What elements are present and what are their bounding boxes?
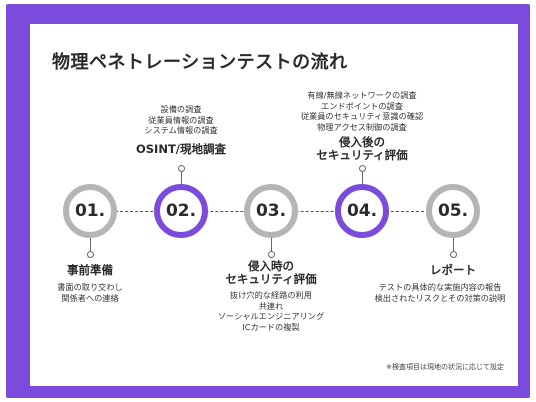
- step-2-detail: 従業員情報の調査: [148, 114, 214, 125]
- step-5-detail: 検出されたリスクとその対策の説明: [374, 292, 506, 303]
- step-4-detail: 有線/無線ネットワークの調査: [307, 90, 417, 100]
- step-4-heading: 侵入後の セキュリティ評価: [316, 136, 407, 162]
- step-1-details: 書面の取り交わし 関係者への連絡: [57, 282, 123, 303]
- footnote: ※検査項目は現地の状況に応じて設定: [386, 363, 504, 371]
- step-3-heading: 侵入時の セキュリティ評価: [225, 260, 316, 286]
- step-5-stem: [453, 238, 454, 252]
- step-4-circle: 04.: [335, 184, 389, 238]
- step-3-number: 03.: [255, 201, 287, 221]
- step-1-dot: [86, 251, 94, 258]
- step-4-number: 04.: [346, 201, 378, 221]
- step-3-detail: 抜け穴的な経路の利用: [230, 290, 312, 300]
- step-2-heading-line: OSINT/現地調査: [135, 142, 227, 156]
- step-2-heading: OSINT/現地調査: [136, 143, 226, 156]
- step-5-heading-line: レポート: [430, 263, 476, 277]
- step-3-stem: [271, 238, 272, 252]
- step-2-details: 設備の調査 従業員情報の調査 システム情報の調査: [144, 104, 217, 136]
- step-1-number: 01.: [74, 201, 106, 221]
- step-3-details: 抜け穴的な経路の利用 共連れ ソーシャルエンジニアリング ICカードの複製: [218, 290, 324, 332]
- step-2-detail: 設備の調査: [160, 104, 202, 114]
- step-3-circle: 03.: [244, 184, 298, 238]
- content-card: 物理ペネトレーションテストの流れ 01. 事前準備 書面の取り交わし 関係者への…: [30, 24, 518, 386]
- step-4-detail: エンドポイントの調査: [321, 100, 403, 111]
- step-1-detail: 書面の取り交わし: [57, 282, 123, 292]
- step-2-stem: [181, 170, 182, 184]
- step-1-stem: [90, 238, 91, 252]
- step-2-number: 02.: [165, 201, 197, 221]
- step-4-detail: 従業員のセキュリティ意識の確認: [300, 111, 424, 122]
- step-1-detail: 関係者への連絡: [61, 292, 119, 303]
- step-1-heading: 事前準備: [67, 264, 113, 277]
- step-3-heading-line: 侵入時の: [248, 259, 294, 273]
- step-3-dot: [267, 251, 275, 258]
- step-4-details: 有線/無線ネットワークの調査 エンドポイントの調査 従業員のセキュリティ意識の確…: [301, 90, 423, 132]
- step-5-detail: テストの具体的な実施内容の報告: [378, 282, 502, 292]
- step-5-number: 05.: [437, 201, 469, 221]
- step-2-detail: システム情報の調査: [144, 125, 218, 136]
- step-3-detail: 共連れ: [258, 300, 284, 311]
- step-4-detail: 物理アクセス制御の調査: [317, 121, 407, 132]
- step-2-dot: [177, 165, 185, 172]
- step-3-heading-line: セキュリティ評価: [225, 272, 317, 286]
- step-4-stem: [362, 170, 363, 184]
- step-1-circle: 01.: [63, 184, 117, 238]
- step-4-dot: [358, 165, 366, 172]
- page-title: 物理ペネトレーションテストの流れ: [52, 52, 348, 73]
- step-5-details: テストの具体的な実施内容の報告 検出されたリスクとその対策の説明: [375, 282, 506, 303]
- step-5-circle: 05.: [426, 184, 480, 238]
- step-5-heading: レポート: [430, 264, 476, 277]
- step-4-heading-line: 侵入後の: [339, 135, 385, 149]
- step-4-heading-line: セキュリティ評価: [316, 148, 408, 162]
- step-2-circle: 02.: [154, 184, 208, 238]
- purple-frame: 物理ペネトレーションテストの流れ 01. 事前準備 書面の取り交わし 関係者への…: [6, 4, 530, 398]
- step-5-dot: [449, 251, 457, 258]
- step-3-detail: ソーシャルエンジニアリング: [217, 311, 325, 322]
- step-3-detail: ICカードの複製: [242, 321, 300, 332]
- step-1-heading-line: 事前準備: [67, 263, 113, 277]
